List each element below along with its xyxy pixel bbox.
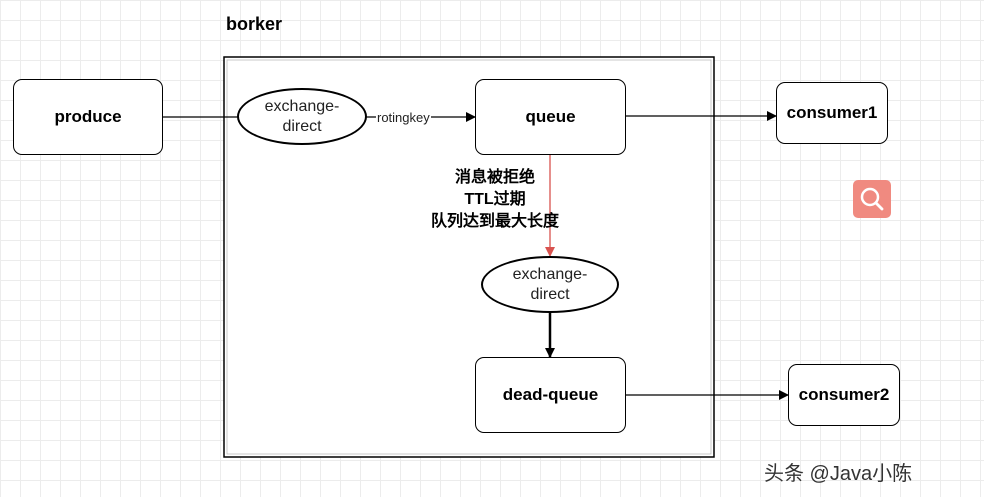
- dead-queue-label: dead-queue: [502, 385, 599, 404]
- produce-label: produce: [54, 107, 122, 126]
- dead-queue-node: dead-queue: [475, 357, 626, 433]
- search-badge[interactable]: [853, 180, 891, 218]
- routing-key-label: rotingkey: [376, 110, 431, 125]
- exchange-direct-line2: direct: [282, 117, 322, 135]
- exchange-direct-line1: exchange-: [264, 97, 340, 115]
- broker-container-shadow: [226, 59, 712, 455]
- produce-node: produce: [13, 79, 163, 155]
- queue-label: queue: [525, 107, 576, 126]
- dead-exchange-direct-line2: direct: [530, 285, 570, 303]
- queue-node: queue: [475, 79, 626, 155]
- consumer1-node: consumer1: [776, 82, 888, 144]
- reason-rejected: 消息被拒绝: [454, 169, 535, 186]
- watermark: 头条 @Java小陈: [764, 463, 913, 485]
- search-icon: [860, 187, 884, 211]
- consumer2-node: consumer2: [788, 364, 900, 426]
- dead-letter-reasons: 消息被拒绝 TTL过期 队列达到最大长度: [395, 167, 595, 233]
- reason-ttl-expired: TTL过期: [464, 191, 526, 208]
- dead-exchange-direct-line1: exchange-: [512, 265, 588, 283]
- exchange-direct-node: exchange- direct: [237, 88, 367, 145]
- reason-queue-max-length: 队列达到最大长度: [430, 213, 559, 230]
- dead-exchange-direct-node: exchange- direct: [481, 256, 619, 313]
- broker-title: borker: [226, 14, 283, 34]
- consumer2-label: consumer2: [798, 385, 890, 404]
- consumer1-label: consumer1: [786, 103, 878, 122]
